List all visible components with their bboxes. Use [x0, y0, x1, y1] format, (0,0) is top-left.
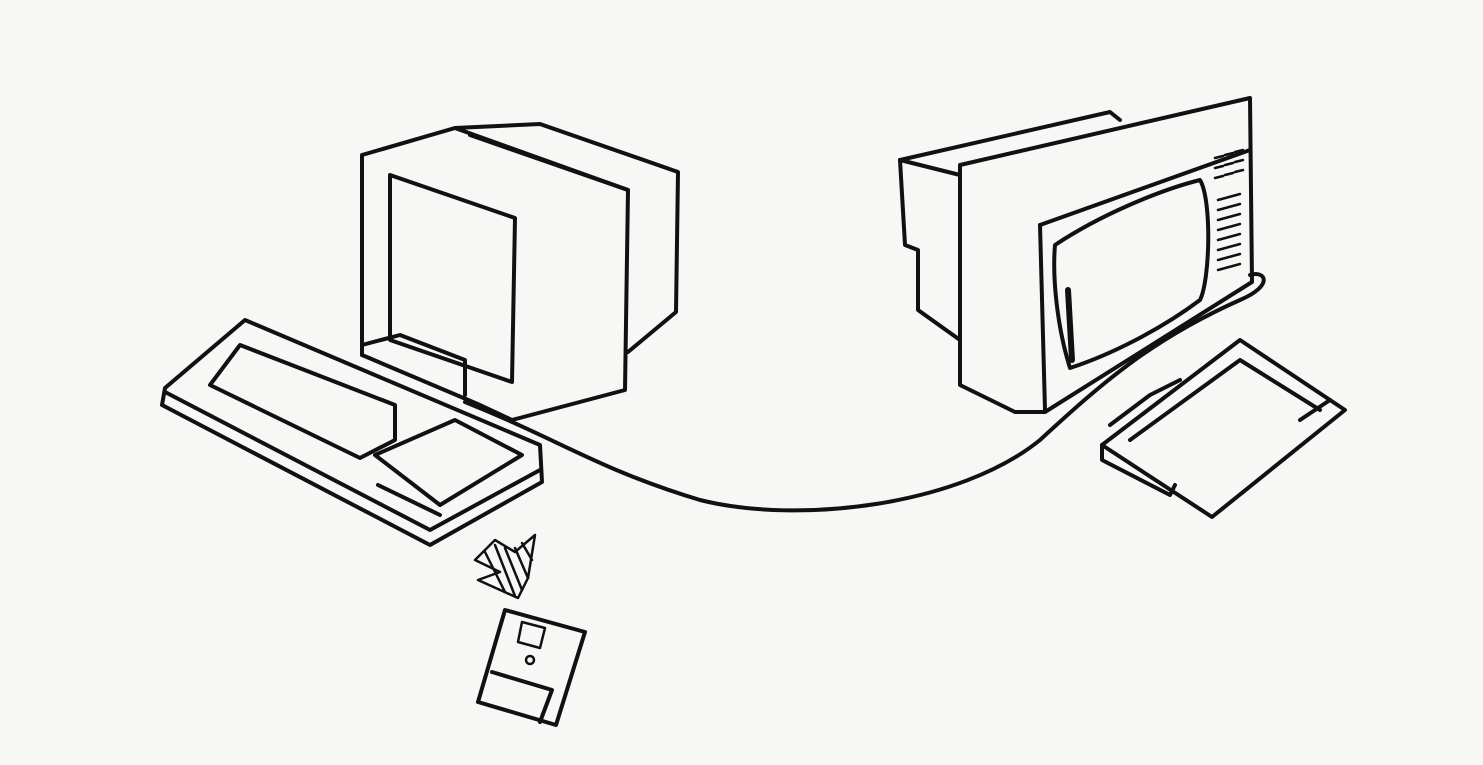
floppy-disk-icon: [476, 608, 587, 727]
left-monitor: [360, 122, 680, 422]
right-monitor-vents: [1213, 148, 1245, 272]
right-keyboard: [1100, 338, 1347, 519]
connecting-cable: [463, 272, 1266, 513]
hatched-arrow-icon: [473, 533, 537, 600]
left-keyboard: [160, 318, 544, 547]
right-monitor: [898, 96, 1254, 414]
